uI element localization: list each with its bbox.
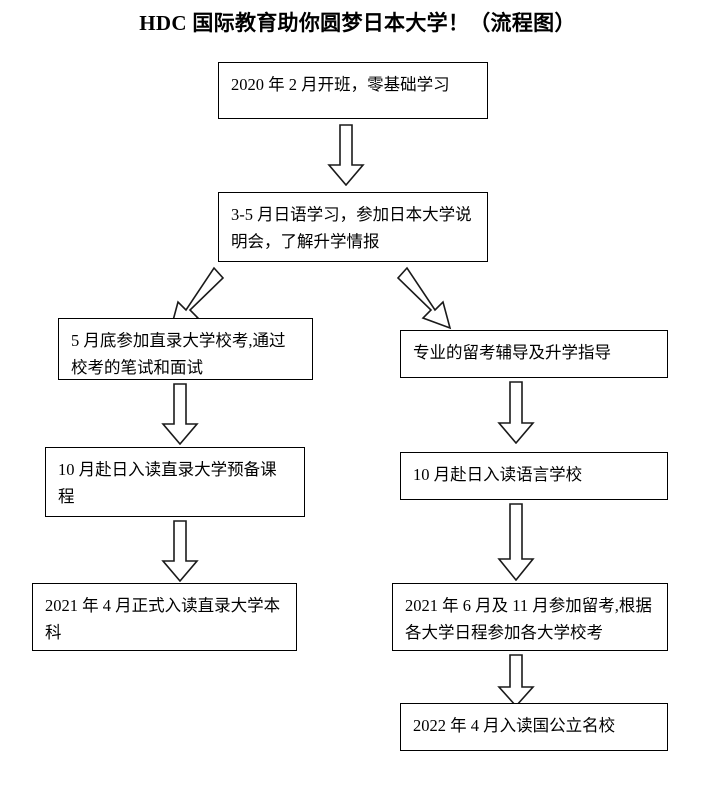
flow-node-left-enroll: 2021 年 4 月正式入读直录大学本科: [32, 583, 297, 651]
connector-arrow-down-start-to-lang-study: [326, 124, 366, 186]
connector-arrow-down-left-exam-to-left-prep: [160, 383, 200, 445]
connector-arrow-down-right-eju-to-right-final: [496, 654, 536, 707]
flow-node-left-exam: 5 月底参加直录大学校考,通过校考的笔试和面试: [58, 318, 313, 380]
flow-node-start: 2020 年 2 月开班，零基础学习: [218, 62, 488, 119]
flow-node-right-lang: 10 月赴日入读语言学校: [400, 452, 668, 500]
connector-arrow-down-right-lang-to-right-eju: [496, 503, 536, 581]
connector-arrow-down-right-lang-study-to-right-guide: [395, 265, 505, 337]
flow-node-right-guide: 专业的留考辅导及升学指导: [400, 330, 668, 378]
page-title: HDC 国际教育助你圆梦日本大学！（流程图）: [139, 11, 576, 35]
connector-arrow-down-right-guide-to-right-lang: [496, 381, 536, 444]
connector-arrow-down-left-prep-to-left-enroll: [160, 520, 200, 582]
flow-node-lang-study: 3-5 月日语学习，参加日本大学说明会，了解升学情报: [218, 192, 488, 262]
flow-node-right-final: 2022 年 4 月入读国公立名校: [400, 703, 668, 751]
flow-node-right-eju: 2021 年 6 月及 11 月参加留考,根据各大学日程参加各大学校考: [392, 583, 668, 651]
flow-node-left-prep: 10 月赴日入读直录大学预备课程: [45, 447, 305, 517]
